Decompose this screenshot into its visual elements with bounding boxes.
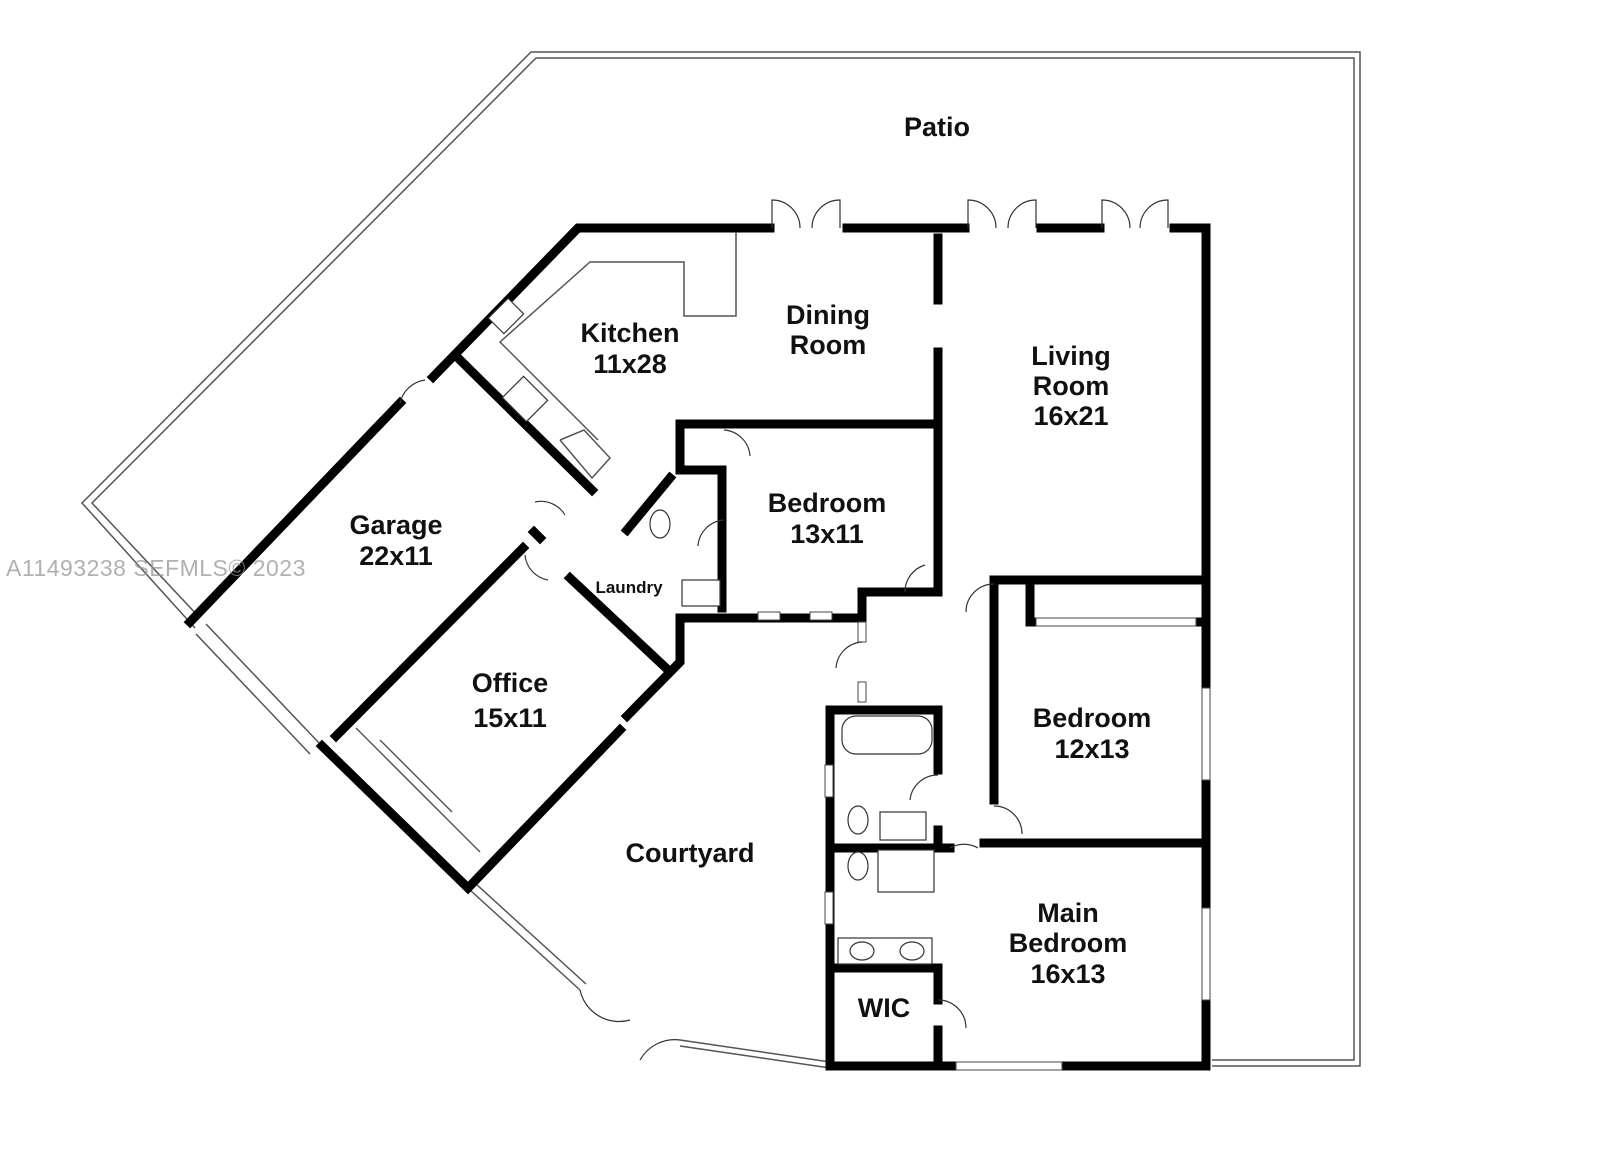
kitchen-label: Kitchen xyxy=(580,318,679,348)
courtyard-outline xyxy=(469,883,831,1069)
kitchen-size: 11x28 xyxy=(593,349,667,379)
laundry-label: Laundry xyxy=(595,578,663,597)
garage-size: 22x11 xyxy=(359,541,433,571)
kitchen-fixtures xyxy=(487,232,737,480)
main-bedroom-label-line2: Bedroom xyxy=(1009,928,1128,958)
office-size: 15x11 xyxy=(473,703,547,733)
watermark: A11493238 SEFMLS© 2023 xyxy=(6,555,306,581)
living-label-line2: Room xyxy=(1033,371,1110,401)
living-label-line1: Living xyxy=(1031,341,1111,371)
main-bedroom-size: 16x13 xyxy=(1030,959,1105,989)
garage-stairs xyxy=(355,727,481,853)
garage-label: Garage xyxy=(349,510,442,540)
exterior-walls xyxy=(183,223,1211,1071)
bedroom-a-size: 13x11 xyxy=(790,519,864,549)
garage-door-frame xyxy=(195,623,321,755)
living-size: 16x21 xyxy=(1033,401,1108,431)
dining-label-line2: Room xyxy=(790,330,867,360)
bath-fixtures xyxy=(649,509,935,965)
courtyard-label: Courtyard xyxy=(625,838,754,868)
bedroom-b-label: Bedroom xyxy=(1033,703,1152,733)
bedroom-a-label: Bedroom xyxy=(768,488,887,518)
doors xyxy=(399,199,1169,1061)
bedroom-b-size: 12x13 xyxy=(1054,734,1129,764)
patio-label: Patio xyxy=(904,112,970,142)
dining-label-line1: Dining xyxy=(786,300,870,330)
office-label: Office xyxy=(472,668,549,698)
main-bedroom-label-line1: Main xyxy=(1037,898,1099,928)
wic-label: WIC xyxy=(858,993,910,1023)
interior-walls xyxy=(563,233,1211,1071)
patio-outline xyxy=(80,51,1361,1067)
